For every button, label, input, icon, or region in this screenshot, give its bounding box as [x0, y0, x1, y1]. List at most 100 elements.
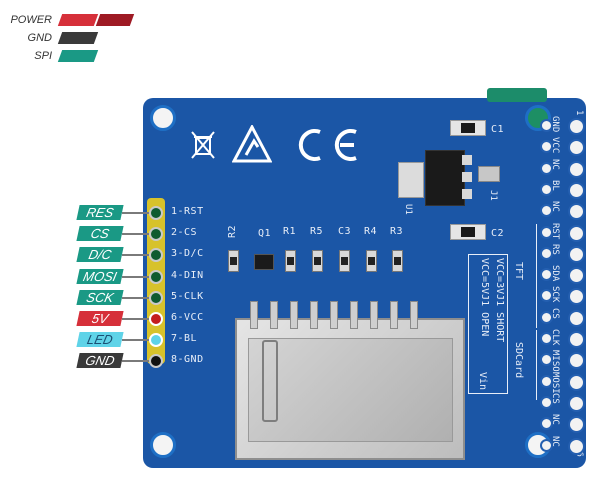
pin-silk-label: 2-CS	[171, 227, 198, 238]
resistor-r1	[285, 250, 296, 272]
right-header-pad-inner	[540, 289, 553, 302]
sd-pin	[250, 301, 258, 329]
right-header-pad-inner	[540, 396, 553, 409]
right-header-pad	[568, 139, 585, 156]
right-header-pad-inner	[540, 247, 553, 260]
right-header-pad	[568, 161, 585, 178]
right-header-pad	[568, 352, 585, 369]
silk-r5: R5	[310, 226, 324, 237]
right-header-pad	[568, 267, 585, 284]
right-header-pad	[568, 374, 585, 391]
legend-power-swatch-2	[95, 14, 135, 26]
right-header-pad-inner	[540, 332, 553, 345]
pin-lead-line	[122, 233, 150, 235]
right-header-pad-inner	[540, 439, 553, 452]
pin-lead-line	[122, 212, 150, 214]
header-pin	[149, 206, 163, 220]
sd-pin	[390, 301, 398, 329]
pin-label-gnd: GND	[76, 353, 124, 368]
right-header-pad-inner	[540, 226, 553, 239]
legend-spi-swatch	[57, 50, 99, 62]
header-pin	[149, 354, 163, 368]
legend-gnd-swatch	[57, 32, 99, 44]
right-header-pad-inner	[540, 353, 553, 366]
pin-silk-label: 6-VCC	[171, 312, 204, 323]
right-header-pad	[568, 438, 585, 455]
right-header-pad-inner	[540, 162, 553, 175]
sd-pin	[350, 301, 358, 329]
esd-warning-icon	[231, 123, 273, 163]
header-pin	[149, 291, 163, 305]
mounting-hole-bottom-left	[150, 432, 176, 458]
header-pin	[149, 227, 163, 241]
right-header-pad	[568, 118, 585, 135]
silk-r2: R2	[227, 224, 239, 239]
pin-lead-line	[122, 360, 150, 362]
right-header-pad-inner	[540, 375, 553, 388]
silk-r4: R4	[364, 226, 378, 237]
pin-lead-line	[122, 276, 150, 278]
legend-power-label: POWER	[10, 14, 52, 26]
right-header-pad	[568, 395, 585, 412]
pin-silk-label: 3-D/C	[171, 248, 204, 259]
pin-silk-label: 1-RST	[171, 206, 204, 217]
pin-label-cs: CS	[76, 226, 124, 241]
right-header-pad	[568, 182, 585, 199]
right-header-pad-inner	[540, 417, 553, 430]
pin-silk-label: 4-DIN	[171, 270, 204, 281]
right-header-pad-inner	[540, 311, 553, 324]
silk-u1: U1	[403, 204, 413, 215]
right-header-pad-inner	[540, 204, 553, 217]
header-pin	[149, 248, 163, 262]
sd-pin	[270, 301, 278, 329]
silk-c3: C3	[338, 226, 352, 237]
right-header-pad	[568, 203, 585, 220]
vcc-open-note: VCC=5VJ1 OPEN	[479, 258, 490, 337]
capacitor-c2	[450, 224, 486, 240]
legend-power: POWER	[0, 12, 52, 28]
silk-q1: Q1	[258, 228, 272, 239]
weee-bin-icon	[190, 130, 216, 160]
legend-power-swatch	[57, 14, 99, 26]
silk-c1: C1	[491, 124, 505, 135]
sd-pin	[290, 301, 298, 329]
resistor-r5	[312, 250, 323, 272]
regulator-u1	[398, 162, 424, 198]
pin-label-mosi: MOSI	[76, 269, 124, 284]
sd-card-latch	[262, 340, 278, 422]
capacitor-c3	[339, 250, 350, 272]
sd-card-slot-window	[248, 338, 453, 442]
tft-bracket	[530, 224, 537, 328]
pin-label-res: RES	[76, 205, 124, 220]
right-header-pad	[568, 246, 585, 263]
regulator-u1-leads	[462, 155, 472, 199]
sd-pin	[310, 301, 318, 329]
silk-c2: C2	[491, 228, 505, 239]
right-header-pad	[568, 288, 585, 305]
right-header-pad-inner	[540, 119, 553, 132]
jumper-j1	[478, 166, 500, 182]
right-header-pin1-number: 1	[574, 110, 584, 116]
resistor-r4	[366, 250, 377, 272]
header-pin	[149, 312, 163, 326]
vcc-short-note: VCC=3VJ1 SHORT	[494, 258, 505, 343]
right-header-pad	[568, 416, 585, 433]
legend-gnd: GND	[0, 30, 52, 46]
header-pin	[149, 333, 163, 347]
ce-mark-icon	[292, 128, 362, 162]
sd-pin	[370, 301, 378, 329]
silk-r1: R1	[283, 226, 297, 237]
legend-spi-label: SPI	[34, 50, 52, 62]
pin-label-5v: 5V	[76, 311, 124, 326]
pin-label-dc: D/C	[76, 247, 124, 262]
legend-spi: SPI	[0, 48, 52, 64]
resistor-r2	[228, 250, 239, 272]
vcc-note-box	[468, 254, 508, 394]
silk-r3: R3	[390, 226, 404, 237]
sdcard-section-label: SDCard	[513, 342, 524, 379]
legend-gnd-label: GND	[27, 32, 52, 44]
sd-pin	[330, 301, 338, 329]
right-header-pad	[568, 225, 585, 242]
silk-j1: J1	[488, 190, 498, 201]
pin-silk-label: 7-BL	[171, 333, 198, 344]
